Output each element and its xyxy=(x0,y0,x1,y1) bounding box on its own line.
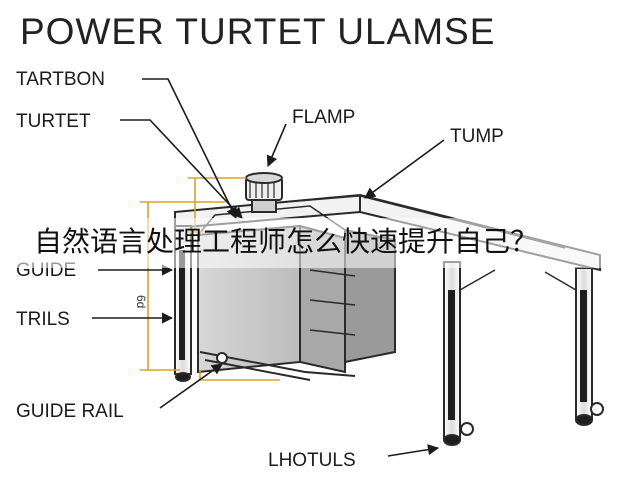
label-tump: TUMP xyxy=(450,126,504,147)
label-flamp: FLAMP xyxy=(292,107,355,128)
label-lhotuls: LHOTULS xyxy=(268,450,356,471)
label-trils: TRILS xyxy=(16,309,70,330)
table-legs xyxy=(174,225,604,446)
diagram-title: POWER TURTET ULAMSE xyxy=(20,11,495,52)
caption-band xyxy=(12,218,628,268)
callouts xyxy=(92,78,445,457)
dimension-label: 6d xyxy=(134,295,148,308)
guide-rail xyxy=(199,351,356,381)
dimension-lines xyxy=(140,177,280,381)
flamp-cap xyxy=(245,172,283,213)
label-tartbon: TARTBON xyxy=(16,69,105,90)
overlay-caption: 自然语言处理工程师怎么快速提升自己？ xyxy=(34,225,539,258)
label-turtet: TURTET xyxy=(16,111,91,132)
label-guide-rail: GUIDE RAIL xyxy=(16,401,124,422)
